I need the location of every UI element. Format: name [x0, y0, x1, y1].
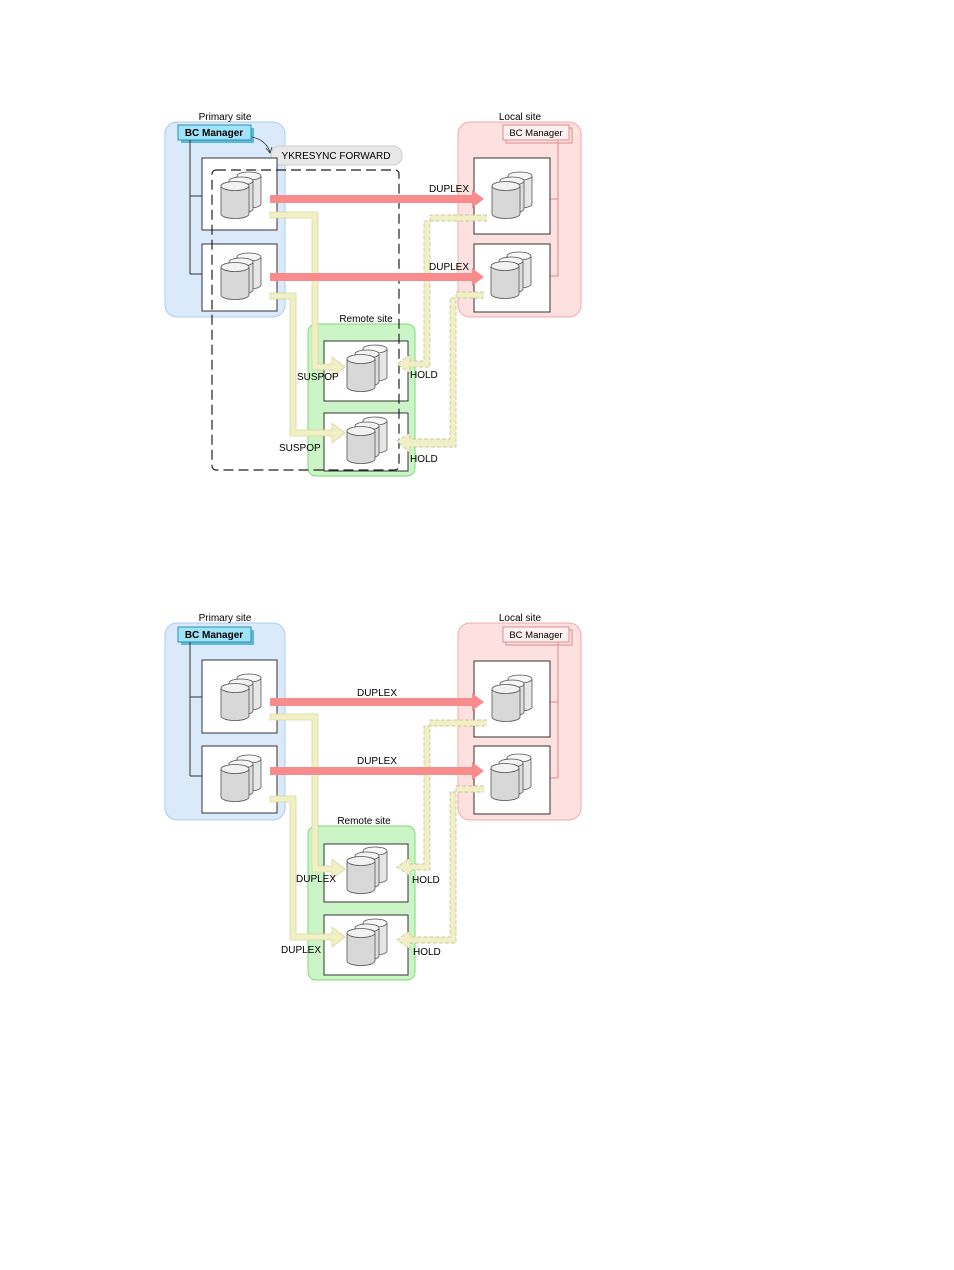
remote-2-status: DUPLEX [281, 945, 321, 956]
remote-1-status: SUSPOP [297, 372, 339, 383]
hold-1-status: HOLD [410, 370, 438, 381]
pair-2-status: DUPLEX [357, 756, 397, 767]
pair-1-status: DUPLEX [429, 184, 469, 195]
bc-manager-primary-label: BC Manager [185, 128, 243, 139]
remote-site-label: Remote site [337, 816, 391, 827]
pair-2-status: DUPLEX [429, 262, 469, 273]
remote-2-status: SUSPOP [279, 443, 321, 454]
remote-1-status: DUPLEX [296, 874, 336, 885]
diagram-2: Primary site Local site Remote site BC M… [165, 613, 581, 980]
pair-1-status: DUPLEX [357, 688, 397, 699]
hold-1-status: HOLD [412, 875, 440, 886]
hold-2-status: HOLD [413, 947, 441, 958]
primary-site-label: Primary site [199, 112, 252, 123]
primary-site-label: Primary site [199, 613, 252, 624]
diagram-1: Primary site Local site Remote site BC M… [165, 112, 581, 476]
local-site-label: Local site [499, 613, 542, 624]
command-label: YKRESYNC FORWARD [282, 151, 391, 162]
bc-manager-local-label: BC Manager [509, 128, 562, 139]
bc-manager-local-label: BC Manager [509, 630, 562, 641]
bc-manager-primary-label: BC Manager [185, 630, 243, 641]
hold-2-status: HOLD [410, 454, 438, 465]
local-site-label: Local site [499, 112, 542, 123]
remote-site-label: Remote site [339, 314, 393, 325]
